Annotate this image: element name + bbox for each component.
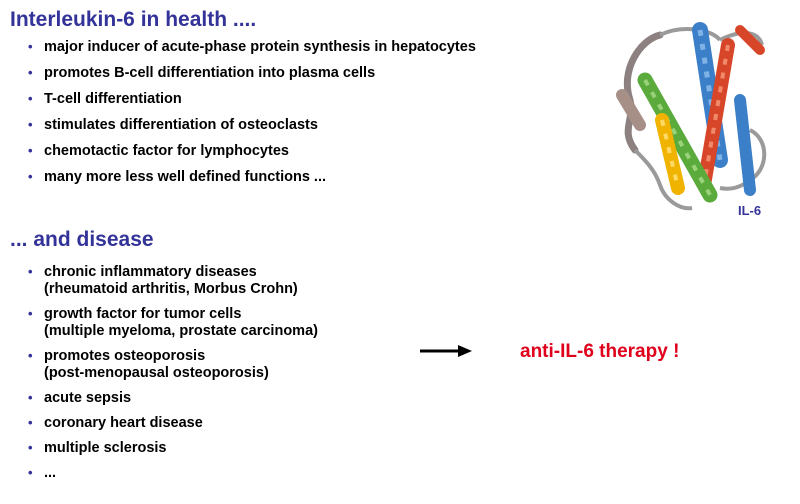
disease-heading: ... and disease <box>10 228 154 251</box>
health-list: major inducer of acute-phase protein syn… <box>28 38 476 195</box>
list-item: promotes osteoporosis (post-menopausal o… <box>28 347 318 382</box>
list-item: chemotactic factor for lymphocytes <box>28 142 476 169</box>
list-item: growth factor for tumor cells (multiple … <box>28 305 318 340</box>
right-arrow-icon <box>420 345 472 357</box>
list-item: many more less well defined functions ..… <box>28 168 476 195</box>
disease-list: chronic inflammatory diseases (rheumatoi… <box>28 263 318 490</box>
list-item: coronary heart disease <box>28 414 318 432</box>
protein-label: IL-6 <box>738 203 762 218</box>
list-item: promotes B-cell differentiation into pla… <box>28 64 476 91</box>
therapy-text: anti-IL-6 therapy ! <box>520 341 680 362</box>
il6-protein-structure-image <box>616 22 767 211</box>
list-item: chronic inflammatory diseases (rheumatoi… <box>28 263 318 298</box>
list-item: acute sepsis <box>28 389 318 407</box>
list-item: stimulates differentiation of osteoclast… <box>28 116 476 143</box>
list-item: multiple sclerosis <box>28 439 318 457</box>
list-item: ... <box>28 464 318 482</box>
health-heading: Interleukin-6 in health .... <box>10 8 257 31</box>
list-item: T-cell differentiation <box>28 90 476 117</box>
list-item: major inducer of acute-phase protein syn… <box>28 38 476 65</box>
